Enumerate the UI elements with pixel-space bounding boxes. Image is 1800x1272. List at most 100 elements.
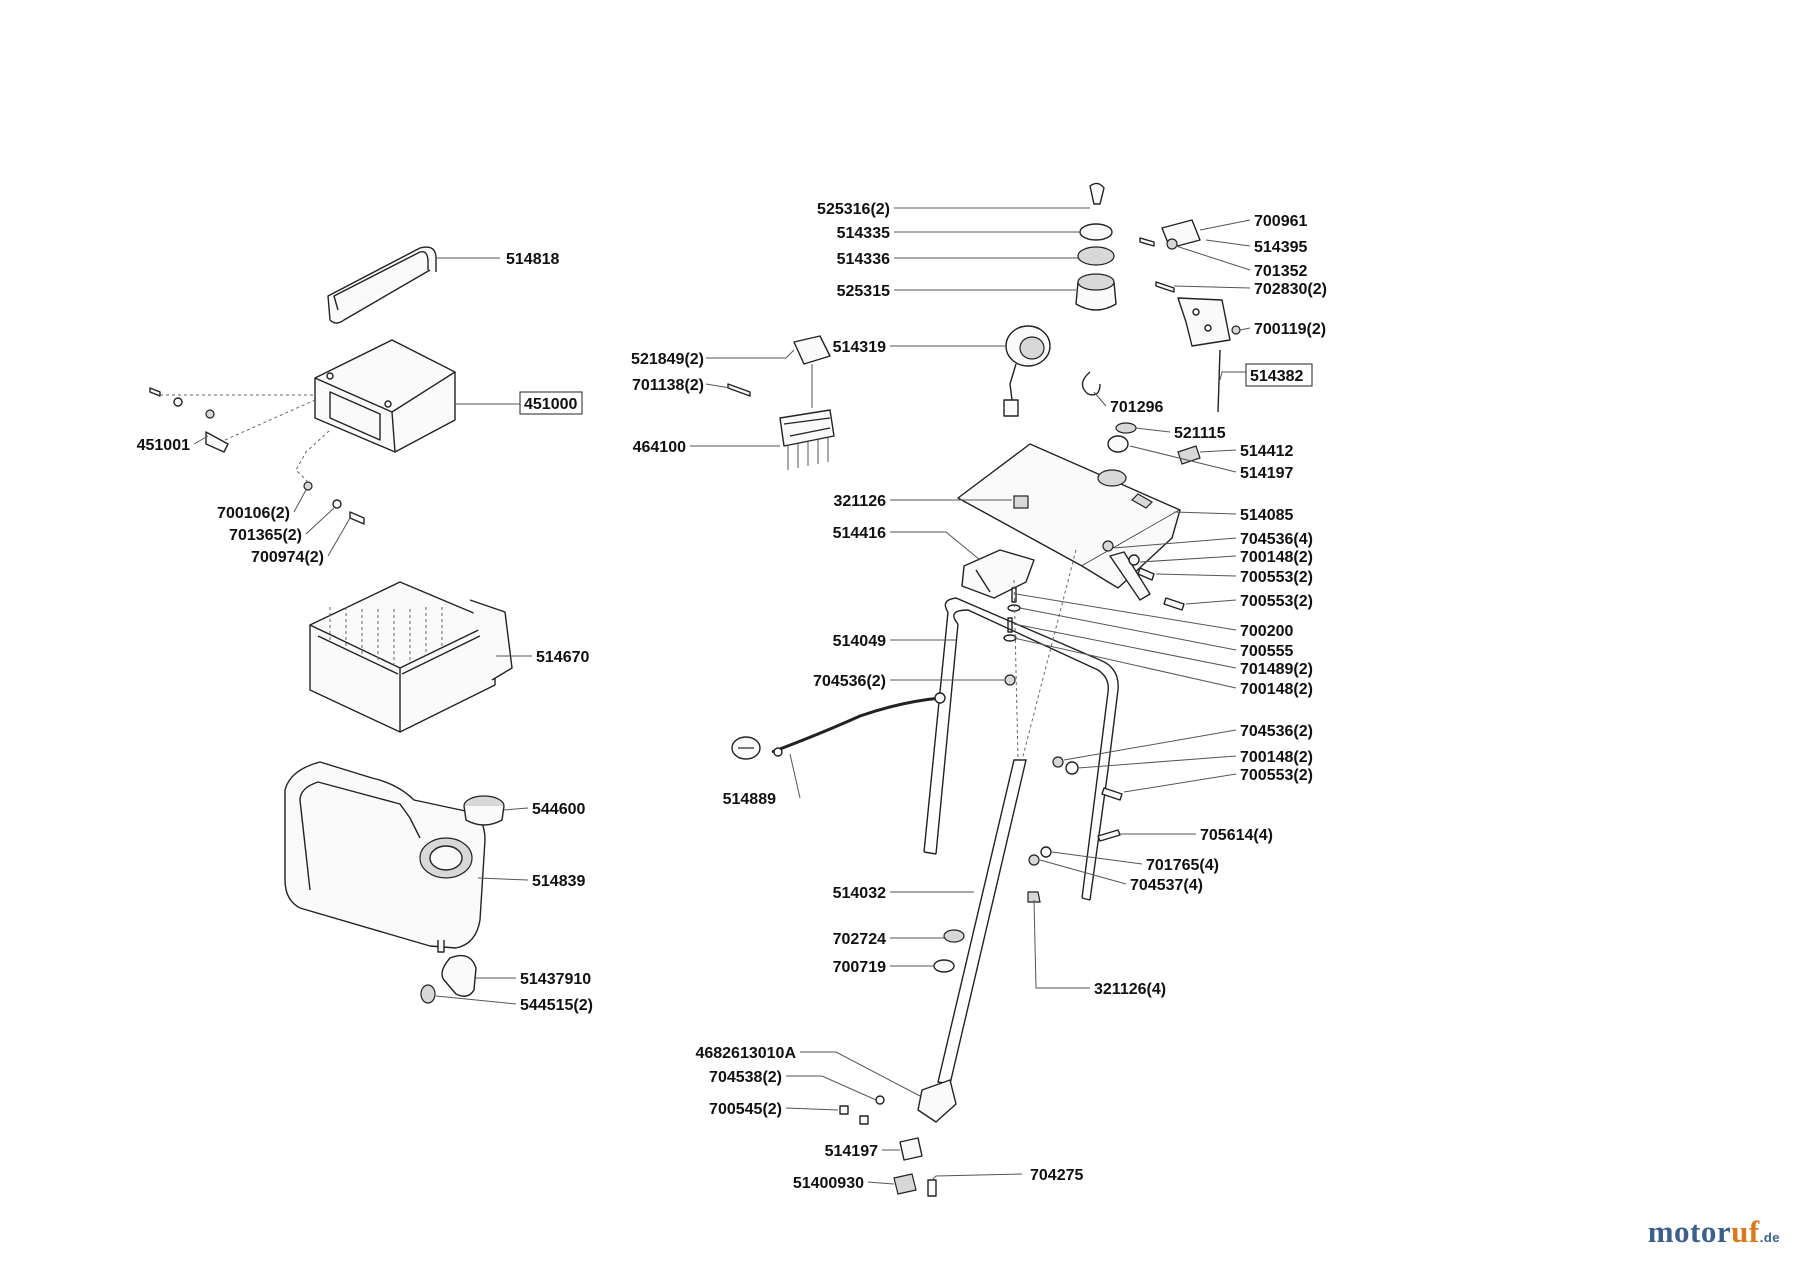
label-701489: 701489(2) xyxy=(1240,661,1313,678)
label-514319: 514319 xyxy=(833,339,886,356)
label-705614: 705614(4) xyxy=(1200,827,1273,844)
fuel-cap-544600 xyxy=(463,795,505,826)
label-701138: 701138(2) xyxy=(632,377,704,394)
label-464100: 464100 xyxy=(633,439,686,456)
label-51437910: 51437910 xyxy=(520,971,591,988)
label-514197-top: 514197 xyxy=(1240,465,1293,482)
label-514412: 514412 xyxy=(1240,443,1293,460)
label-514197-low: 514197 xyxy=(825,1143,878,1160)
label-525316: 525316(2) xyxy=(817,201,890,218)
ignition-key-525316 xyxy=(1089,182,1105,205)
label-514032: 514032 xyxy=(833,885,886,902)
battery-451000 xyxy=(314,339,456,453)
nut-321126-lower xyxy=(1027,891,1041,903)
label-704536-2-top: 704536(2) xyxy=(813,673,886,690)
label-704275: 704275 xyxy=(1030,1167,1083,1184)
bracket-514395 xyxy=(1139,219,1201,250)
label-700106: 700106(2) xyxy=(217,505,290,522)
nut-704536-r xyxy=(1052,756,1064,768)
screw-700545 xyxy=(839,1105,869,1125)
bushing-514197-top xyxy=(1107,435,1129,453)
label-700719: 700719 xyxy=(833,959,886,976)
label-321126: 321126 xyxy=(833,493,886,510)
label-514049: 514049 xyxy=(833,633,886,650)
nut-704537 xyxy=(1028,854,1040,866)
label-514839: 514839 xyxy=(532,873,585,890)
fuel-hose-51437910 xyxy=(441,954,477,997)
cable-514889 xyxy=(731,692,946,760)
label-51400930: 51400930 xyxy=(793,1175,864,1192)
ignition-switch-525315 xyxy=(1075,273,1117,311)
label-514335: 514335 xyxy=(837,225,890,242)
bushing-514197-low xyxy=(899,1137,923,1161)
label-521115: 521115 xyxy=(1174,425,1226,442)
fuse-box-464100 xyxy=(779,409,835,470)
washer-700148-r xyxy=(1065,761,1079,775)
label-700553-r: 700553(2) xyxy=(1240,767,1313,784)
clamp-4682613010A xyxy=(917,1079,957,1123)
logo-domain: .de xyxy=(1759,1230,1780,1245)
battery-bolts xyxy=(149,387,365,525)
relay-521849 xyxy=(793,335,831,408)
label-701765: 701765(4) xyxy=(1146,857,1219,874)
label-514085: 514085 xyxy=(1240,507,1293,524)
bushing-702724 xyxy=(943,929,965,943)
side-bracket xyxy=(1109,551,1151,601)
screw-701138 xyxy=(727,383,751,397)
label-451000: 451000 xyxy=(524,396,577,413)
buzzer-514319 xyxy=(1003,325,1051,417)
handle-frame-514049 xyxy=(923,597,1119,901)
label-514670: 514670 xyxy=(536,649,589,666)
battery-tray-514670 xyxy=(309,581,513,733)
label-514889: 514889 xyxy=(723,791,776,808)
nut-704536-frame xyxy=(1004,674,1016,686)
label-700553-b: 700553(2) xyxy=(1240,593,1313,610)
fuel-tank-514839 xyxy=(284,761,486,953)
label-704536-2-r: 704536(2) xyxy=(1240,723,1313,740)
leader-lines xyxy=(193,207,1251,1185)
hose-clamp-544515 xyxy=(420,984,436,1004)
nut-704536-a xyxy=(1102,540,1114,552)
label-514416: 514416 xyxy=(833,525,886,542)
label-701352: 701352 xyxy=(1254,263,1307,280)
mount-bracket-514416 xyxy=(961,549,1035,599)
label-701365: 701365(2) xyxy=(229,527,302,544)
nut-514336 xyxy=(1077,246,1115,266)
label-700148-r: 700148(2) xyxy=(1240,749,1313,766)
label-700148-a: 700148(2) xyxy=(1240,549,1313,566)
label-544600: 544600 xyxy=(532,801,585,818)
bolt-700553-r xyxy=(1101,787,1123,801)
screw-705614 xyxy=(1097,829,1121,842)
rubber-514412 xyxy=(1177,445,1201,465)
label-514382: 514382 xyxy=(1250,368,1303,385)
switch-plate-514382 xyxy=(1155,281,1241,413)
label-321126-4: 321126(4) xyxy=(1094,981,1166,998)
dash-panel-514085 xyxy=(957,443,1181,589)
brand-logo: motoruf.de xyxy=(1648,1214,1780,1250)
label-514336: 514336 xyxy=(837,251,890,268)
box-514382 xyxy=(1245,363,1313,387)
label-700148-b: 700148(2) xyxy=(1240,681,1313,698)
label-514818: 514818 xyxy=(506,251,559,268)
washer-514335 xyxy=(1079,223,1113,241)
label-704536-4: 704536(4) xyxy=(1240,531,1313,548)
clip-701296 xyxy=(1081,371,1101,396)
label-700974: 700974(2) xyxy=(251,549,324,566)
label-700200: 700200 xyxy=(1240,623,1293,640)
grommet-521115 xyxy=(1115,422,1137,434)
label-700553-a: 700553(2) xyxy=(1240,569,1313,586)
bolt-700553-a xyxy=(1137,567,1155,581)
label-700961: 700961 xyxy=(1254,213,1307,230)
handle-loop-514818 xyxy=(327,246,437,324)
box-451000 xyxy=(519,391,583,415)
logo-text-part2: uf xyxy=(1731,1214,1760,1249)
gear-51400930 xyxy=(893,1173,917,1195)
label-702830: 702830(2) xyxy=(1254,281,1327,298)
logo-text-part1: motor xyxy=(1647,1214,1732,1249)
washer-700719 xyxy=(933,959,955,973)
washer-700148-a xyxy=(1128,554,1140,566)
bolt-700553-b xyxy=(1163,597,1185,611)
label-4682613010A: 4682613010A xyxy=(695,1045,796,1062)
label-514395: 514395 xyxy=(1254,239,1307,256)
label-521849: 521849(2) xyxy=(631,351,704,368)
